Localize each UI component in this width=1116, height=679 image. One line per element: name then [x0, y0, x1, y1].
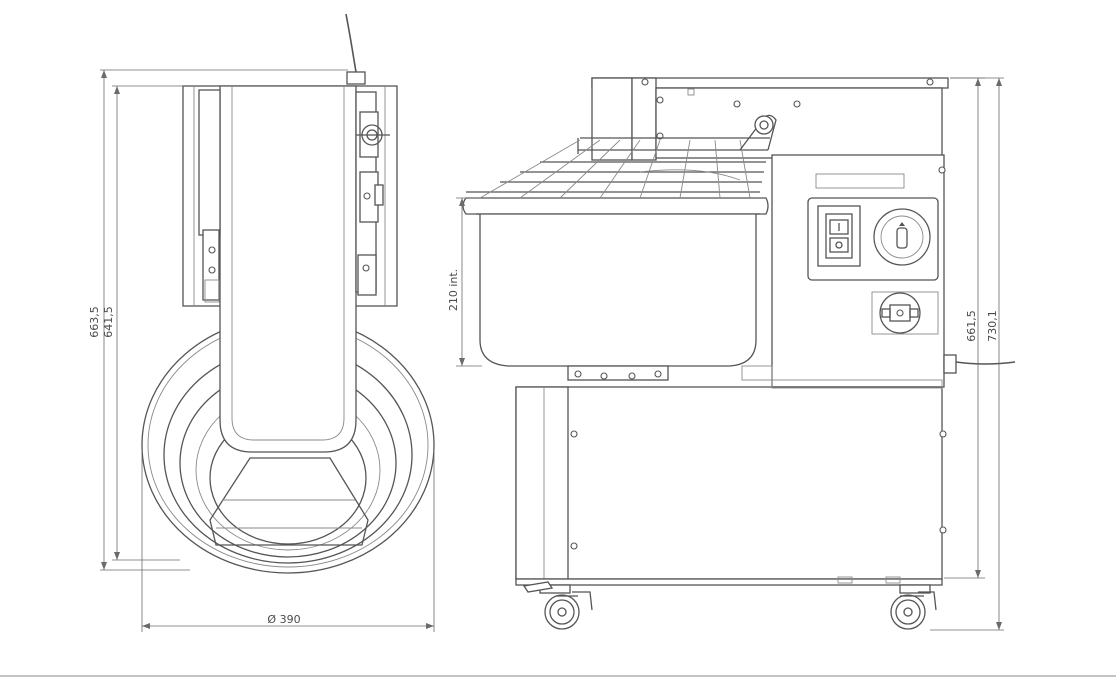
speed-selector-icon[interactable]: [871, 291, 939, 335]
dim-front-height-inner: 641,5: [102, 306, 115, 338]
front-dimensions: [100, 69, 435, 632]
guard-basket: [209, 457, 369, 546]
front-view: 663,5 641,5 Ø 390: [88, 13, 435, 632]
power-switch-icon[interactable]: [807, 197, 939, 281]
timer-knob-icon[interactable]: [873, 208, 931, 266]
base-body: [515, 386, 943, 580]
caster-wheel-icon: [522, 581, 593, 630]
side-cable: [955, 361, 1016, 365]
head-housing: [655, 87, 943, 159]
bowl: [462, 197, 769, 367]
dim-bowl-diameter: Ø 390: [267, 613, 300, 626]
caster-wheel-icon: [890, 584, 937, 630]
cable-gland: [346, 71, 366, 85]
bowl-guard: [466, 114, 777, 199]
dim-side-height-inner: 661,5: [965, 310, 978, 342]
central-column: [219, 85, 357, 453]
dim-bowl-depth: 210 int.: [447, 269, 460, 311]
label-plate: [815, 173, 905, 189]
side-view: 210 int. 661,5 730,1: [447, 77, 1016, 631]
motor-gear: [356, 111, 390, 158]
side-dimensions: [456, 77, 1004, 631]
front-cable: [345, 13, 357, 73]
control-column: [771, 154, 945, 388]
dim-front-height-outer: 663,5: [88, 306, 101, 338]
dim-side-height-outer: 730,1: [986, 310, 999, 342]
